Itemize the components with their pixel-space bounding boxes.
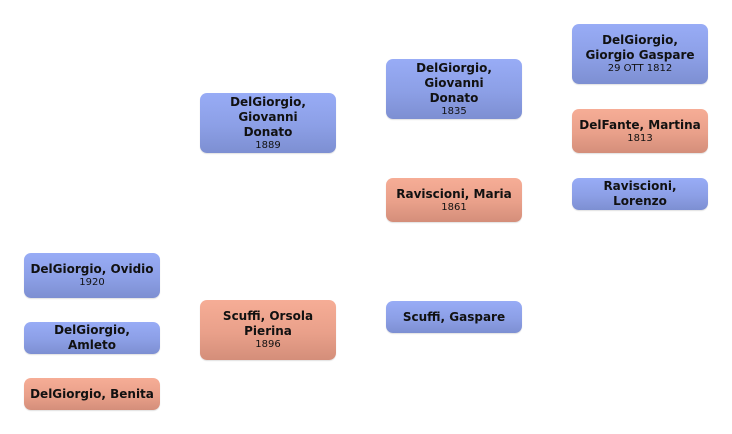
person-date: 1813	[627, 132, 653, 144]
person-card-paternal-grandmother[interactable]: Raviscioni, Maria 1861	[386, 178, 522, 222]
person-name: Raviscioni, Maria	[396, 186, 512, 201]
person-date: 29 OTT 1812	[607, 63, 673, 74]
person-date: 1889	[255, 139, 281, 151]
person-name: Raviscioni, Lorenzo	[603, 179, 677, 208]
person-date: 1896	[255, 339, 281, 350]
person-card-amleto[interactable]: DelGiorgio, Amleto	[24, 322, 160, 354]
person-name: Scuffi, Gaspare	[402, 309, 506, 324]
person-card-great-grandfather-delgiorgio[interactable]: DelGiorgio, Giorgio Gaspare 29 OTT 1812	[572, 24, 708, 84]
person-card-maternal-grandfather[interactable]: Scuffi, Gaspare	[386, 301, 522, 333]
person-card-paternal-grandfather[interactable]: DelGiorgio, Giovanni Donato 1835	[386, 59, 522, 119]
person-card-great-grandfather-raviscioni[interactable]: Raviscioni, Lorenzo	[572, 178, 708, 210]
person-date: 1920	[79, 277, 105, 288]
person-card-mother[interactable]: Scuffi, Orsola Pierina 1896	[200, 300, 336, 360]
person-name: Scuffi, Orsola Pierina	[222, 309, 314, 338]
person-name: DelFante, Martina	[579, 117, 701, 132]
person-card-father[interactable]: DelGiorgio, Giovanni Donato 1889	[200, 93, 336, 153]
person-card-benita[interactable]: DelGiorgio, Benita	[24, 378, 160, 410]
person-name: DelGiorgio, Amleto	[54, 323, 130, 352]
person-name: DelGiorgio, Ovidio	[30, 262, 154, 276]
person-card-ovidio[interactable]: DelGiorgio, Ovidio 1920	[24, 253, 160, 298]
person-card-great-grandmother-delfante[interactable]: DelFante, Martina 1813	[572, 109, 708, 153]
person-name: DelGiorgio, Benita	[30, 386, 154, 401]
person-date: 1861	[441, 201, 467, 213]
person-name: DelGiorgio, Giovanni Donato	[416, 60, 492, 105]
person-date: 1835	[441, 105, 467, 117]
person-name: DelGiorgio, Giovanni Donato	[230, 94, 306, 139]
person-name: DelGiorgio, Giorgio Gaspare	[585, 33, 695, 62]
